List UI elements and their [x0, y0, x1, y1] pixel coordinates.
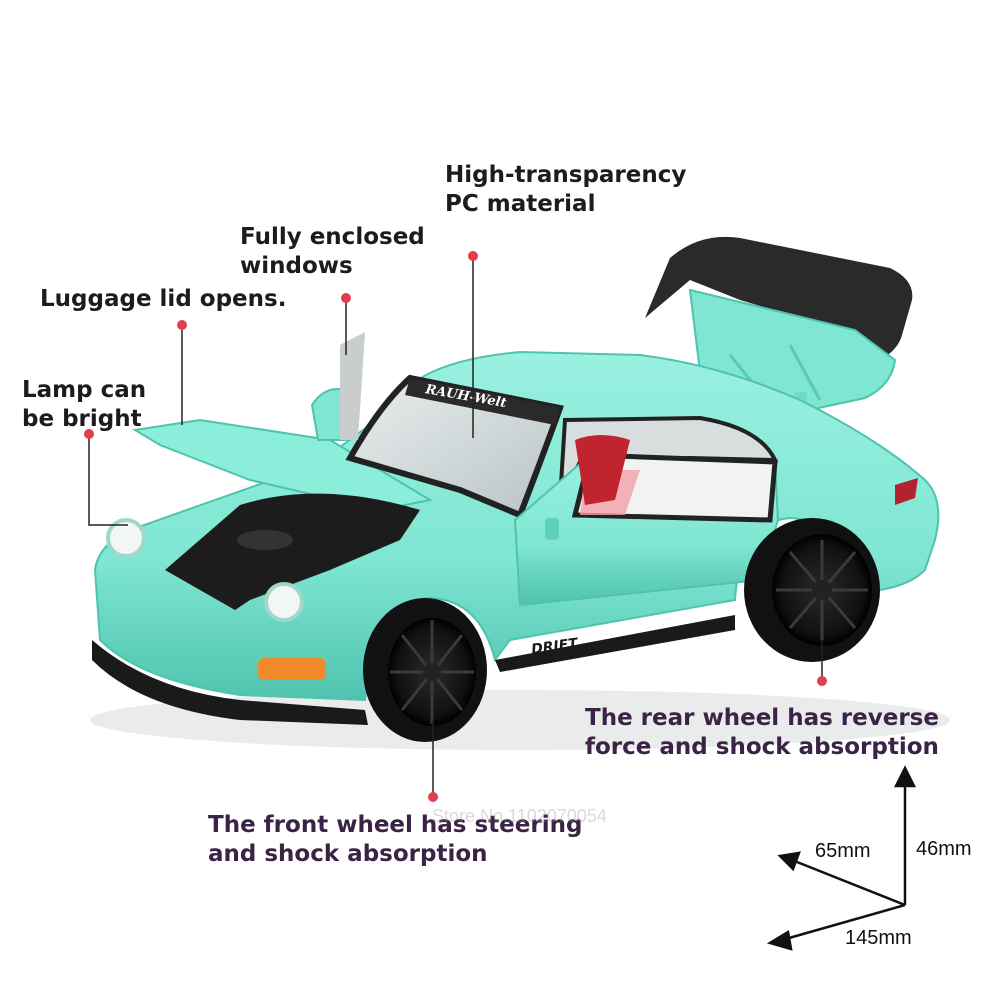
- headlight-right: [264, 582, 304, 622]
- label-windows: Fully enclosed windows: [240, 224, 425, 279]
- dimension-length: 145mm: [845, 927, 912, 949]
- tail-light: [895, 478, 918, 505]
- open-hood: [132, 418, 433, 512]
- dimension-width: 65mm: [815, 840, 871, 862]
- trunk-cavity: [165, 493, 420, 610]
- side-skirt: [495, 615, 735, 672]
- headlight-left: [106, 518, 146, 558]
- dot-windows: [341, 293, 351, 303]
- label-lamp: Lamp can be bright: [22, 377, 147, 432]
- dot-rear-wheel: [817, 676, 827, 686]
- turn-signal: [258, 658, 326, 680]
- dot-front-wheel: [428, 792, 438, 802]
- watermark: Store No.1102070054: [432, 806, 607, 826]
- label-luggage: Luggage lid opens.: [40, 286, 287, 312]
- front-wheel: [363, 598, 487, 742]
- dot-transparency: [468, 251, 478, 261]
- dot-luggage: [177, 320, 187, 330]
- callout-dots: [84, 251, 827, 802]
- dot-lamp: [84, 429, 94, 439]
- ground-shadow: [90, 690, 950, 750]
- label-rear-wheel: The rear wheel has reverse force and sho…: [585, 705, 939, 760]
- leader-lines: [88, 258, 823, 796]
- side-decal: DRIFT: [530, 635, 580, 658]
- label-transparency: High-transparency PC material: [445, 162, 687, 217]
- rear-wheel: [744, 518, 880, 662]
- dimension-arrows: [766, 765, 917, 951]
- front-splitter: [92, 640, 368, 725]
- label-front-wheel: The front wheel has steering and shock a…: [208, 812, 583, 867]
- dimension-height: 46mm: [916, 838, 972, 860]
